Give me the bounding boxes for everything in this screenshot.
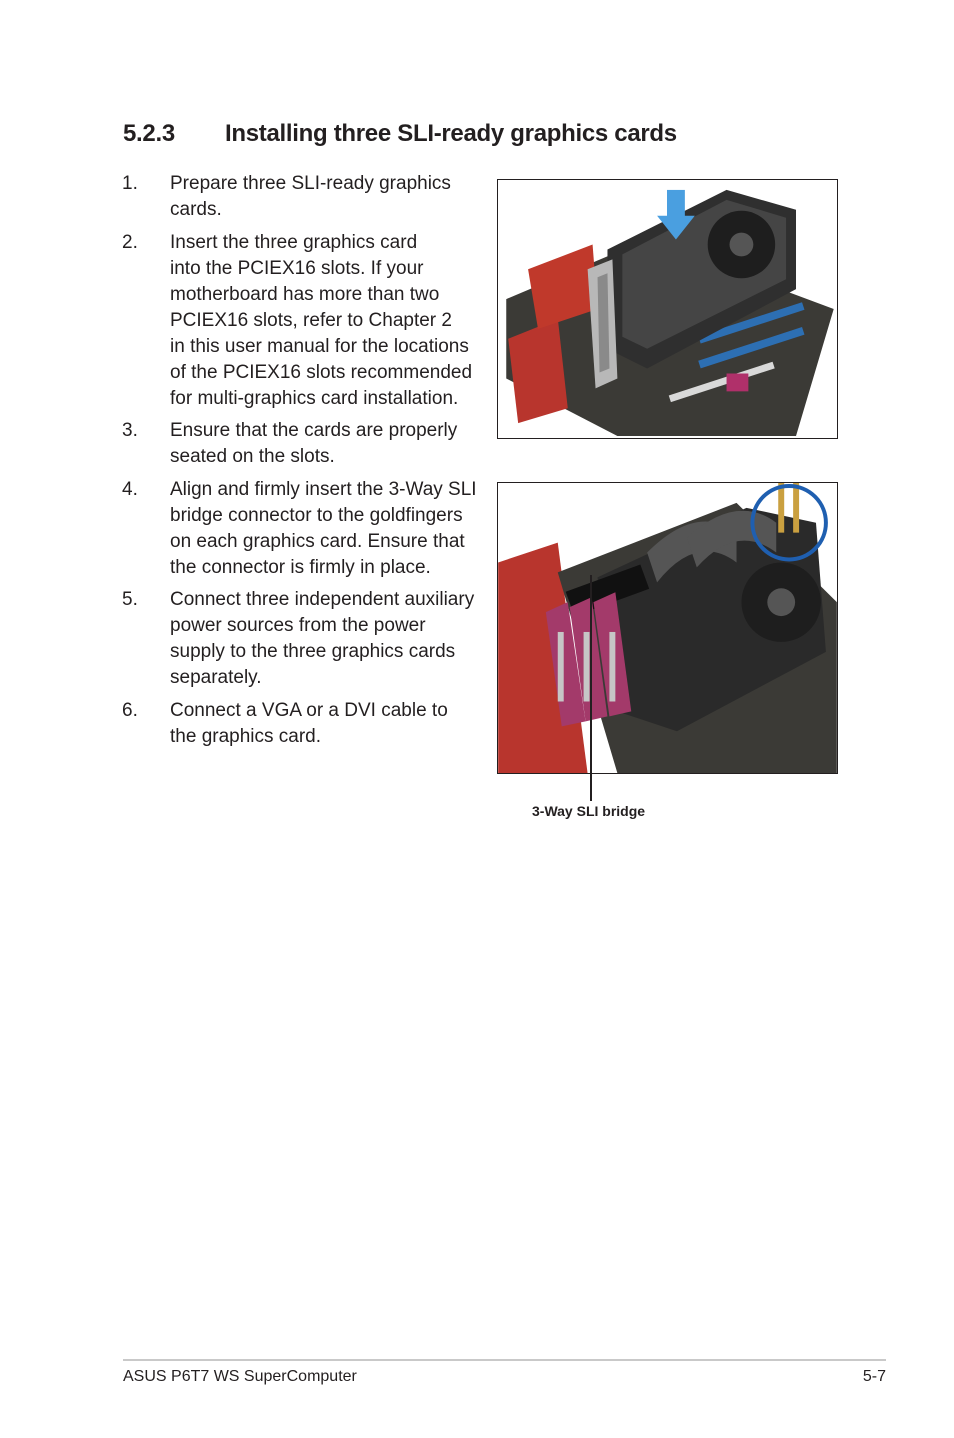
step-text: Connect three independent auxiliary powe… (170, 589, 475, 688)
step-item: 6. Connect a VGA or a DVI cable to the gr… (122, 698, 490, 750)
step-number: 5. (122, 589, 138, 610)
footer-divider (123, 1359, 886, 1361)
three-card-illustration (498, 483, 837, 773)
section-title: Installing three SLI-ready graphics card… (225, 120, 677, 147)
figure-card-insertion (497, 179, 838, 439)
step-number: 6. (122, 699, 138, 721)
figure-sli-bridge (497, 482, 838, 774)
footer-product-name: ASUS P6T7 WS SuperComputer (123, 1368, 357, 1385)
step-text: Insert the three graphics card into the … (170, 231, 473, 409)
step-item: 1. Prepare three SLI-ready graphics cards… (122, 171, 490, 223)
step-list: 1. Prepare three SLI-ready graphics cards… (122, 171, 490, 756)
step-number: 1. (122, 173, 138, 194)
footer-page-number: 5-7 (862, 1368, 886, 1385)
insert-arrow-head-icon (657, 215, 695, 240)
callout-line (590, 575, 592, 801)
step-item: 2. Insert the three graphics card into th… (122, 230, 490, 412)
section-heading: 5.2.3 Installing three SLI-ready graphics… (123, 120, 677, 148)
step-number: 3. (122, 420, 138, 441)
power-connector-highlight-icon (750, 483, 828, 562)
step-item: 5. Connect three independent auxiliary po… (122, 587, 490, 691)
insert-arrow-icon (667, 189, 685, 218)
step-number: 4. (122, 478, 138, 500)
step-item: 4. Align and firmly insert the 3-Way SLI … (122, 477, 490, 581)
section-number: 5.2.3 (123, 120, 175, 147)
step-text: Prepare three SLI-ready graphics cards. (170, 173, 451, 220)
callout-label: 3-Way SLI bridge (532, 803, 646, 819)
step-item: 3. Ensure that the cards are properly sea… (122, 418, 490, 470)
step-number: 2. (122, 231, 138, 253)
step-text: Connect a VGA or a DVI cable to the grap… (170, 699, 448, 747)
step-text: Ensure that the cards are properly seate… (170, 420, 458, 467)
motherboard-illustration (506, 189, 834, 437)
step-text: Align and firmly insert the 3-Way SLI br… (170, 478, 477, 578)
